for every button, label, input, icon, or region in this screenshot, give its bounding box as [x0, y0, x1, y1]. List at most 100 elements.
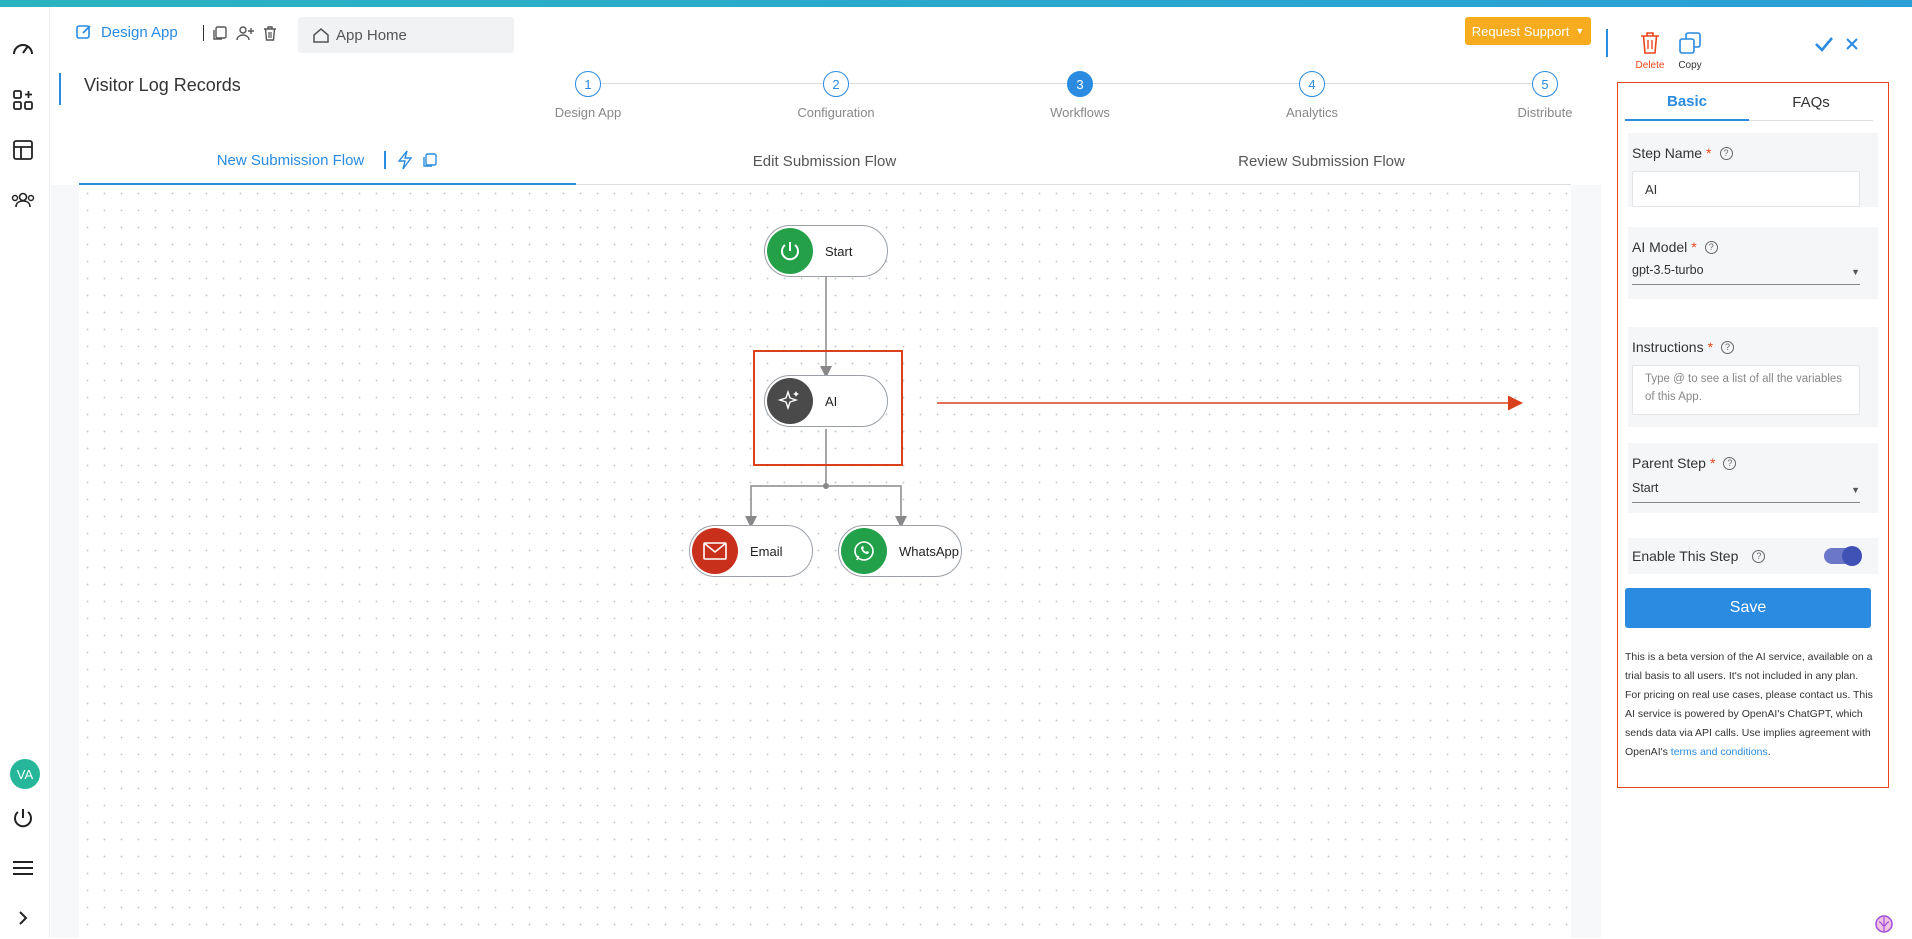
- step-label: Workflows: [1050, 105, 1110, 120]
- required-mark: *: [1706, 145, 1712, 161]
- chevron-right-icon[interactable]: [10, 905, 36, 931]
- node-label: Start: [825, 243, 853, 259]
- dashboard-icon[interactable]: [10, 37, 36, 63]
- step-label: Analytics: [1285, 105, 1339, 120]
- help-icon: ?: [1704, 240, 1718, 254]
- step-label: Distribute: [1517, 105, 1573, 120]
- close-icon[interactable]: [1844, 36, 1860, 52]
- edit-icon: [76, 25, 91, 39]
- copy-flow-icon[interactable]: [422, 152, 438, 168]
- node-label: AI: [825, 393, 838, 409]
- toggle-knob: [1842, 546, 1862, 566]
- workflow-canvas[interactable]: Start AI Email WhatsApp: [79, 185, 1571, 938]
- select-value: Start: [1632, 481, 1659, 495]
- delete-button[interactable]: Delete: [1630, 31, 1670, 71]
- main-area: Design App App Home Request Support ▼ Vi…: [51, 7, 1601, 938]
- step-name-label: Step Name*?: [1632, 145, 1733, 161]
- step-label: Design App: [554, 105, 622, 120]
- label-text: Instructions: [1632, 339, 1704, 355]
- app-home-button[interactable]: App Home: [298, 17, 514, 53]
- connectors: [745, 277, 1523, 528]
- parent-step-select[interactable]: Start ▼: [1632, 481, 1860, 503]
- app-home-label: App Home: [336, 26, 407, 44]
- node-label: Email: [750, 543, 783, 559]
- instructions-label: Instructions*?: [1632, 339, 1735, 355]
- help-icon: ?: [1752, 549, 1766, 563]
- trash-icon: [1641, 32, 1659, 54]
- copy-button[interactable]: Copy: [1670, 31, 1710, 71]
- notice-text: This is a beta version of the AI service…: [1625, 651, 1873, 758]
- enable-step-group: Enable This Step?: [1628, 538, 1878, 574]
- tab-faqs[interactable]: FAQs: [1792, 93, 1830, 111]
- node-ai[interactable]: AI: [764, 375, 888, 427]
- ai-model-select[interactable]: gpt-3.5-turbo ▼: [1632, 263, 1860, 285]
- apps-add-icon[interactable]: [10, 87, 36, 113]
- node-label: WhatsApp: [899, 543, 959, 559]
- instructions-group: Instructions*? Type @ to see a list of a…: [1628, 327, 1878, 427]
- users-group-icon[interactable]: [10, 187, 36, 213]
- help-icon: ?: [1721, 340, 1735, 354]
- panel-accent: [1606, 29, 1608, 57]
- design-app-label: Design App: [101, 23, 178, 41]
- menu-icon[interactable]: [10, 855, 36, 881]
- step-name-input[interactable]: AI: [1632, 171, 1860, 207]
- copy-icon[interactable]: [212, 25, 228, 41]
- caret-down-icon: ▼: [1851, 485, 1860, 495]
- node-email[interactable]: Email: [689, 525, 813, 577]
- title-accent: [59, 73, 61, 105]
- design-app-link[interactable]: Design App: [75, 23, 178, 41]
- parent-step-label: Parent Step*?: [1632, 455, 1737, 471]
- caret-down-icon: ▼: [1851, 267, 1860, 277]
- trash-icon[interactable]: [262, 25, 278, 41]
- ai-model-group: AI Model*? gpt-3.5-turbo ▼: [1628, 227, 1878, 299]
- tab-basic[interactable]: Basic: [1625, 83, 1749, 121]
- instructions-textarea[interactable]: Type @ to see a list of all the variable…: [1632, 365, 1860, 415]
- node-whatsapp[interactable]: WhatsApp: [838, 525, 962, 577]
- required-mark: *: [1707, 339, 1714, 355]
- mail-icon: [692, 528, 738, 574]
- page-title: Visitor Log Records: [84, 75, 241, 95]
- label-text: Parent Step: [1632, 455, 1706, 471]
- help-icon: ?: [1719, 146, 1733, 160]
- tab-review-submission-flow[interactable]: Review Submission Flow: [1238, 152, 1405, 170]
- toolbar: [203, 25, 278, 41]
- brain-icon[interactable]: [1874, 914, 1894, 934]
- ai-model-label: AI Model*?: [1632, 239, 1718, 255]
- save-button[interactable]: Save: [1625, 588, 1871, 628]
- sparkle-icon: [767, 378, 813, 424]
- step-number: 1: [575, 71, 601, 97]
- node-start[interactable]: Start: [764, 225, 888, 277]
- tab-label: New Submission Flow: [216, 151, 365, 169]
- request-support-button[interactable]: Request Support ▼: [1465, 17, 1591, 45]
- label-text: AI Model: [1632, 239, 1688, 255]
- help-icon: ?: [1723, 456, 1737, 470]
- terms-link[interactable]: terms and conditions: [1670, 746, 1768, 758]
- flow-tabs: New Submission Flow Edit Submission Flow…: [79, 137, 1571, 185]
- tab-new-submission-flow[interactable]: New Submission Flow: [79, 137, 576, 185]
- caret-down-icon: ▼: [1575, 26, 1585, 36]
- lightning-icon[interactable]: [396, 150, 414, 170]
- home-icon: [313, 28, 329, 43]
- enable-toggle[interactable]: [1824, 546, 1862, 566]
- required-mark: *: [1709, 455, 1716, 471]
- check-icon[interactable]: [1814, 35, 1834, 53]
- step-number: 5: [1532, 71, 1558, 97]
- delete-label: Delete: [1635, 60, 1665, 71]
- top-accent-bar: [0, 0, 1912, 7]
- label-text: Step Name: [1632, 145, 1703, 161]
- layout-icon[interactable]: [10, 137, 36, 163]
- left-navigation: VA: [0, 7, 50, 938]
- select-value: gpt-3.5-turbo: [1632, 263, 1704, 277]
- divider: [384, 151, 387, 169]
- step-label: Configuration: [797, 105, 875, 120]
- power-icon[interactable]: [10, 805, 36, 831]
- divider: [203, 25, 204, 41]
- avatar[interactable]: VA: [10, 759, 40, 789]
- add-user-icon[interactable]: [236, 25, 254, 41]
- tab-edit-submission-flow[interactable]: Edit Submission Flow: [752, 152, 897, 170]
